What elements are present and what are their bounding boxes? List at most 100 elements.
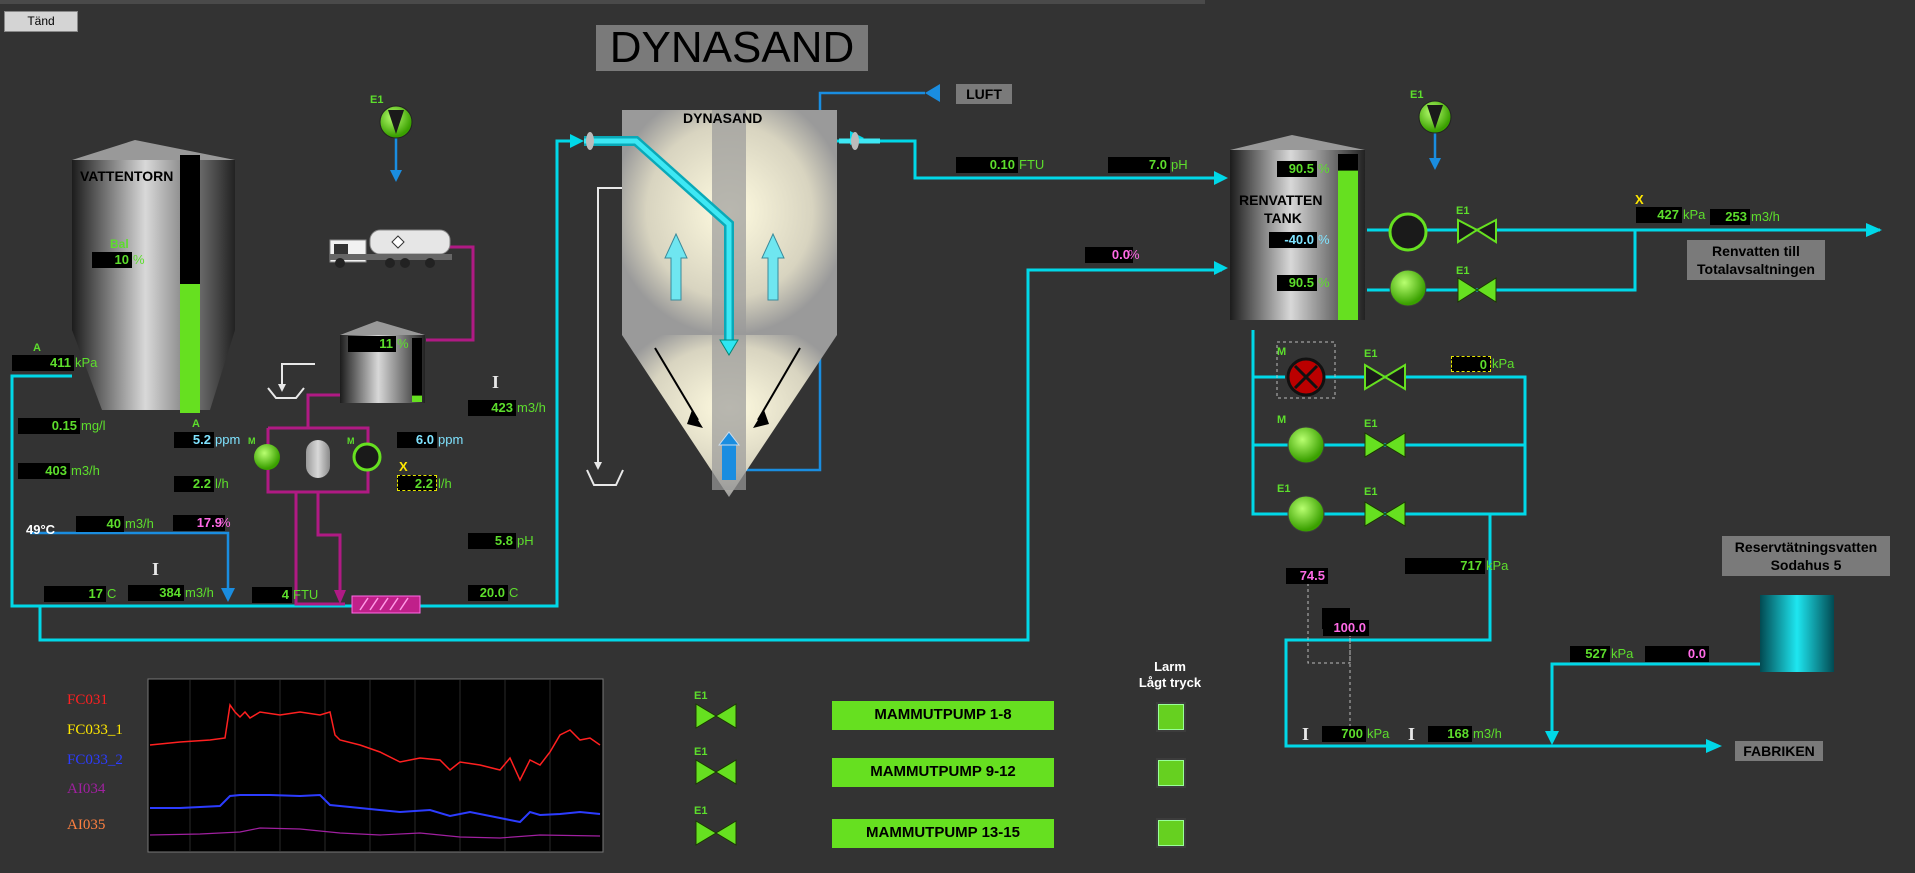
temperature-label: 49°C [26,522,56,537]
reserv-label: Reservtätningsvatten Sodahus 5 [1722,536,1890,576]
svg-text:I: I [492,372,499,392]
ftu-unit: FTU [293,587,319,602]
alarm-indicator-2[interactable] [1156,758,1186,788]
reserve-tank [1760,595,1834,672]
e1-label: E1 [694,746,708,758]
ftu-4: 4 [252,587,292,603]
kpa-unit: kPa [1492,356,1515,371]
luft-label: LUFT [956,84,1012,104]
mgl-value: 0.15 [18,418,80,434]
renvatten-till-line2: Totalavsaltningen [1697,261,1815,277]
trend-legend-fc033-1: FC033_1 [67,722,123,738]
vattentorn-label: VATTENTORN [80,168,174,184]
percent-unit: % [397,336,409,351]
renvatten-till-line1: Renvatten till [1712,243,1800,259]
percent-unit: % [1128,247,1140,262]
m-label: M [347,436,355,446]
mammutpump-13-15-button[interactable]: MAMMUTPUMP 13-15 [832,819,1054,848]
renvatten-till-label: Renvatten till Totalavsaltningen [1687,240,1825,280]
c-unit: C [509,585,519,600]
dosing-tank [340,321,425,403]
e1-label: E1 [1456,205,1470,217]
svg-text:I: I [152,559,159,579]
renvatten-tank [1230,135,1365,320]
mammutpump-9-12-button[interactable]: MAMMUTPUMP 9-12 [832,758,1054,787]
trend-legend-fc033-2: FC033_2 [67,752,123,768]
m3h-unit: m3/h [1751,209,1780,224]
dynasand-inner-label: DYNASAND [683,110,763,126]
flow-423: 423 [468,400,516,416]
page-title: DYNASAND [596,25,868,71]
trend-legend-ai035: AI035 [67,817,106,833]
flow-403: 403 [18,463,70,479]
ph-70: 7.0 [1108,157,1170,173]
alarm-indicator-3[interactable] [1156,818,1186,848]
tank-level-905b: 90.5 [1277,275,1317,291]
m3h-unit: m3/h [71,463,100,478]
trend-chart [147,678,604,853]
bal-label: Bal [110,237,129,251]
percent-00: 0.0 [1085,247,1133,263]
mgl-unit: mg/l [81,418,106,433]
kpa-unit: kPa [1486,558,1509,573]
temp-20: 20.0 [468,585,508,601]
level-11: 11 [348,336,396,352]
tank-level-400: -40.0 [1269,232,1317,248]
larm-line2: Lågt tryck [1138,675,1202,690]
percent-unit: % [1318,161,1330,176]
value-745: 74.5 [1286,568,1328,584]
a-label-2: A [192,418,200,430]
flow-253: 253 [1710,209,1750,225]
pumps [254,212,1428,533]
tand-button[interactable]: Tänd [4,11,78,32]
pressure-411: 411 [12,355,74,371]
alarm-indicator-1[interactable] [1156,702,1186,732]
value-1000: 100.0 [1323,620,1369,636]
percent-unit: % [1318,232,1330,247]
fabriken-label: FABRIKEN [1735,741,1823,761]
lh-22a: 2.2 [174,476,214,492]
e1-label: E1 [1364,486,1378,498]
c-unit: C [107,586,117,601]
lh-unit: l/h [215,476,229,491]
value-00b: 0.0 [1645,646,1709,662]
e1-label: E1 [1456,265,1470,277]
e1-label: E1 [1364,348,1378,360]
ppm-60: 6.0 [397,432,437,448]
renvatten-label-1: RENVATTEN [1239,192,1323,208]
static-mixer [351,595,421,614]
ppm-unit: ppm [215,432,241,447]
e1-label: E1 [694,805,708,817]
kpa-unit: kPa [1367,726,1390,741]
ftu-unit: FTU [1019,157,1045,172]
ph-unit: pH [1171,157,1188,172]
pressure-0: 0 [1451,356,1491,372]
svg-text:I: I [1408,724,1415,744]
flow-168: 168 [1428,726,1472,742]
e1-label: E1 [1410,89,1424,101]
svg-text:I: I [1302,724,1309,744]
trend-legend-fc031: FC031 [67,692,108,708]
renvatten-label-2: TANK [1264,210,1302,226]
kpa-unit: kPa [1611,646,1634,661]
dynasand-filter [584,110,880,497]
percent-unit: % [219,515,231,530]
percent-unit: % [1318,275,1330,290]
pressure-427: 427 [1636,207,1682,223]
m3h-unit: m3/h [185,585,214,600]
ftu-010: 0.10 [956,157,1018,173]
temp-17: 17 [44,586,106,602]
ph-unit: pH [517,533,534,548]
flow-384: 384 [128,585,184,601]
kpa-unit: kPa [75,355,98,370]
valves [695,218,1497,846]
pressure-700: 700 [1322,726,1366,742]
lh-22b: 2.2 [397,475,437,491]
mammutpump-1-8-button[interactable]: MAMMUTPUMP 1-8 [832,701,1054,730]
pressure-717: 717 [1405,558,1485,574]
ph-58: 5.8 [468,533,516,549]
ppm-unit: ppm [438,432,464,447]
vattentorn-tank [72,140,235,413]
tank-level-905a: 90.5 [1277,161,1317,177]
